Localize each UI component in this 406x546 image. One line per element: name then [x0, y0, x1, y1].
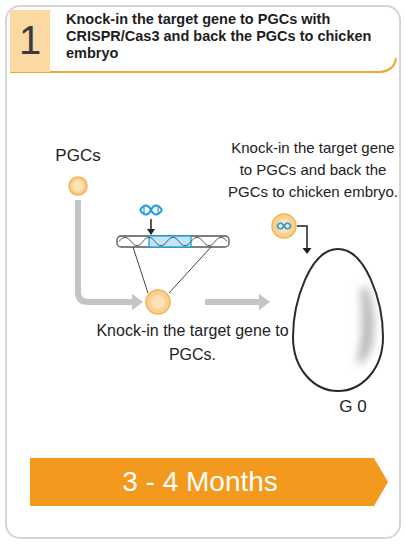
pgc-cell: PGCs	[68, 176, 88, 196]
edited-pgc-cell-outline	[271, 213, 297, 239]
node-label: Knock-in the target gene to PGCs.	[90, 319, 295, 367]
dna-icon	[140, 206, 162, 236]
egg-g0: G 0	[290, 247, 386, 393]
flow-arrow	[78, 200, 143, 310]
knockin-cell-outline	[145, 289, 171, 315]
node-label: G 0	[310, 397, 396, 417]
node-label: 1	[10, 18, 50, 62]
egg-g0-outline	[290, 247, 386, 393]
panel-title: Knock-in the target gene to PGCs with CR…	[66, 11, 388, 62]
node-label: 3 - 4 Months	[30, 467, 370, 497]
flow-arrow	[297, 226, 312, 254]
card-border	[6, 6, 400, 538]
knockin-cell: Knock-in the target gene to PGCs.	[145, 289, 171, 315]
step-number-box: 1	[10, 10, 50, 72]
edited-pgc-cell: Knock-in the target gene to PGCs and bac…	[271, 213, 297, 239]
flow-arrow	[205, 294, 270, 311]
node-label: Knock-in the target gene to PGCs and bac…	[227, 137, 399, 203]
duration-banner: 3 - 4 Months	[30, 458, 388, 506]
genome-strand	[117, 236, 229, 293]
node-label: PGCs	[28, 146, 128, 166]
pgc-cell-outline	[68, 176, 88, 196]
